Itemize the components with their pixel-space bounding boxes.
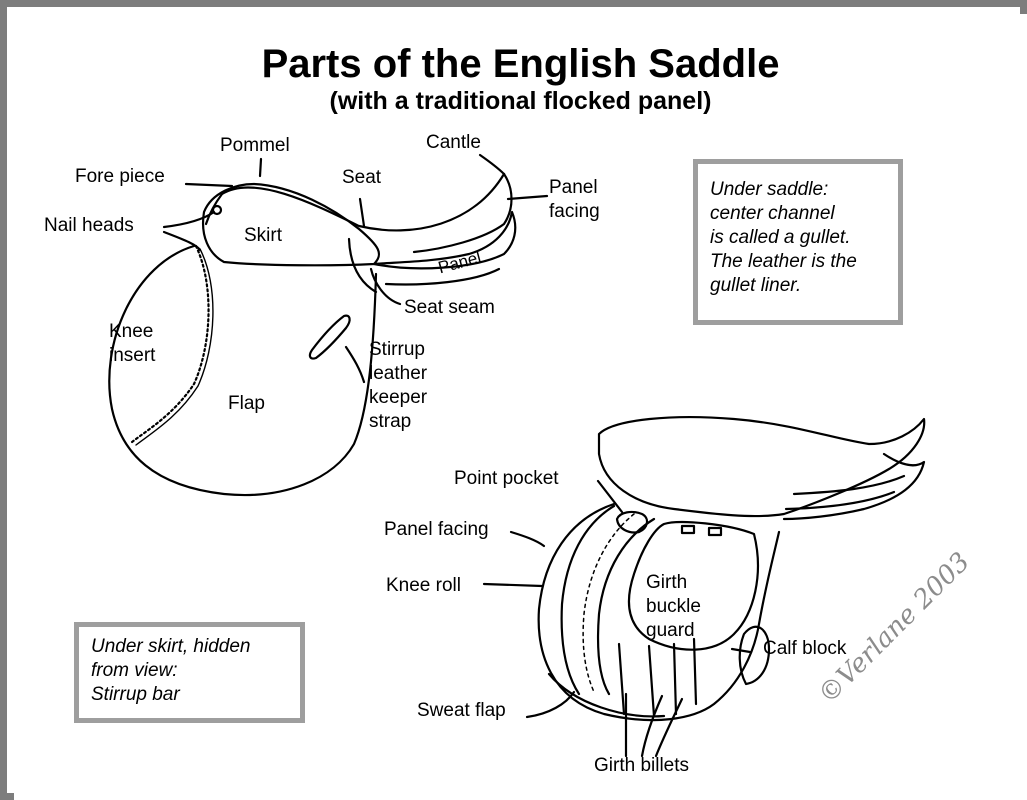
label-seat-seam: Seat seam [404, 297, 495, 318]
skirt-outline [201, 182, 381, 267]
flap-outline-2 [537, 502, 781, 722]
label-knee-insert: Knee insert [109, 321, 156, 366]
cantle-outline [412, 172, 513, 254]
note-stirrup-bar: Under skirt, hidden from view: Stirrup b… [74, 622, 305, 723]
label-sweat-flap: Sweat flap [417, 700, 506, 721]
label-girth-buckle-guard: Girth buckle guard [646, 572, 701, 641]
label-fore-piece: Fore piece [75, 166, 165, 187]
label-knee-roll: Knee roll [386, 575, 461, 596]
label-seat: Seat [342, 167, 382, 188]
label-panel-facing-2: Panel facing [384, 519, 489, 540]
seat-line [220, 172, 506, 232]
label-calf-block: Calf block [763, 638, 847, 659]
diagram-title: Parts of the English Saddle [261, 42, 780, 86]
nail-head-icon [211, 204, 223, 216]
girth-billet [647, 644, 656, 718]
flap-outline [108, 244, 378, 497]
girth-buckle-guard [627, 520, 760, 651]
girth-billet [672, 642, 678, 716]
label-pommel: Pommel [220, 135, 290, 156]
label-point-pocket: Point pocket [454, 468, 559, 489]
knee-insert-edge [130, 244, 210, 444]
girth-billet [692, 637, 698, 706]
diagram-subtitle: (with a traditional flocked panel) [329, 87, 712, 115]
note-gullet: Under saddle: center channel is called a… [693, 159, 903, 325]
girth-billet [617, 642, 626, 716]
label-nail-heads: Nail heads [44, 215, 134, 236]
point-pocket [615, 510, 649, 534]
label-cantle: Cantle [426, 132, 481, 153]
diagram-canvas: Parts of the English Saddle (with a trad… [14, 14, 1027, 800]
calf-block [738, 625, 771, 686]
panel-outline [372, 210, 517, 270]
label-stirrup-keeper: Stirrup leather keeper strap [369, 339, 428, 432]
label-flap: Flap [228, 393, 265, 414]
saddle-drawings [108, 153, 926, 758]
label-panel-facing: Panel facing [549, 177, 600, 222]
label-skirt: Skirt [244, 225, 282, 246]
seat-top-2 [597, 416, 926, 518]
stirrup-keeper-slot [308, 314, 351, 360]
knee-roll [560, 504, 616, 696]
label-girth-billets: Girth billets [594, 755, 690, 776]
